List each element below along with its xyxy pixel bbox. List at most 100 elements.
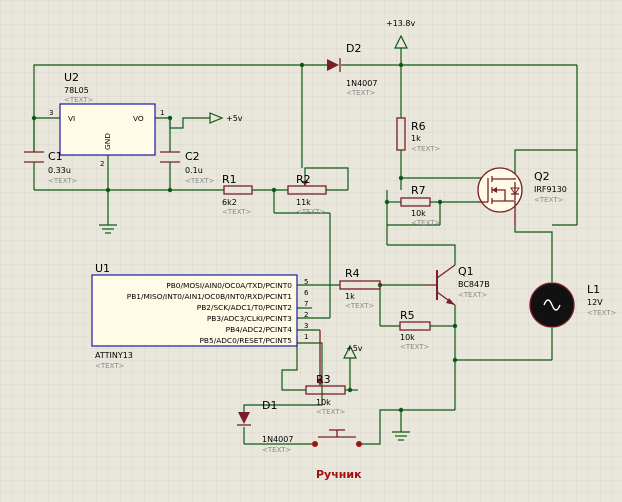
r1-value: 6k2 [222, 198, 237, 207]
switch-ruchnik[interactable]: Ручник [312, 429, 362, 481]
resistor-r5[interactable]: R5 10k <TEXT> [399, 309, 445, 351]
u1-pin-number: 5 [304, 278, 308, 286]
r7-value: 10k [411, 209, 426, 218]
potentiometer-r2[interactable]: R2 11k <TEXT> [287, 173, 327, 216]
capacitor-c2[interactable]: C2 0.1u <TEXT> [160, 150, 215, 185]
ground-symbol-right [392, 431, 410, 441]
q1-text: <TEXT> [458, 291, 488, 299]
u1-text: <TEXT> [95, 362, 125, 370]
u1-pin-number: 3 [304, 322, 308, 330]
c2-ref: C2 [185, 150, 200, 163]
u1-pin-number: 2 [304, 311, 308, 319]
u2-pin2-num: 2 [100, 160, 104, 168]
c1-text: <TEXT> [48, 177, 78, 185]
d2-ref: D2 [346, 42, 361, 55]
r6-text: <TEXT> [411, 145, 441, 153]
l1-value: 12V [587, 298, 603, 307]
regulator-u2[interactable]: U2 78L05 <TEXT> VI VO GND 3 1 2 [49, 71, 164, 168]
u1-value: ATTINY13 [95, 351, 133, 360]
u1-pin: PB4/ADC2/PCINT4 3 [226, 322, 309, 334]
u1-pin: PB3/ADC3/CLKI/PCINT3 2 [207, 311, 309, 323]
u2-pin3-num: 3 [49, 109, 53, 117]
resistor-r7[interactable]: R7 10k <TEXT> [400, 184, 441, 227]
r7-ref: R7 [411, 184, 426, 197]
r5-value: 10k [400, 333, 415, 342]
junctions [31, 62, 458, 413]
q2-ref: Q2 [534, 170, 550, 183]
u1-pin-number: 6 [304, 289, 309, 297]
mosfet-q2[interactable]: Q2 IRF9130 <TEXT> [477, 167, 567, 225]
u2-text: <TEXT> [64, 96, 94, 104]
r4-ref: R4 [345, 267, 360, 280]
r6-ref: R6 [411, 120, 426, 133]
u1-pin: PB0/MOSI/AIN0/OC0A/TXD/PCINT0 5 [166, 278, 308, 290]
r7-text: <TEXT> [411, 219, 441, 227]
switch-label: Ручник [316, 468, 362, 481]
l1-text: <TEXT> [587, 309, 617, 317]
u1-pin-name: PB5/ADC0/RESET/PCINT5 [199, 336, 292, 345]
ground-symbol-left [99, 224, 117, 234]
u2-pin-vo: VO [133, 114, 144, 123]
lamp-l1[interactable]: L1 12V <TEXT> [529, 282, 617, 328]
u1-pins: PB0/MOSI/AIN0/OC0A/TXD/PCINT0 5 PB1/MISO… [127, 278, 309, 345]
u2-ref: U2 [64, 71, 79, 84]
diode-d2[interactable]: D2 1N4007 <TEXT> [327, 42, 377, 97]
r4-value: 1k [345, 292, 355, 301]
power-5v-mid: +5v [343, 344, 363, 359]
r5-text: <TEXT> [400, 343, 430, 351]
q2-text: <TEXT> [534, 196, 564, 204]
resistor-r4[interactable]: R4 1k <TEXT> [339, 267, 381, 310]
resistor-r1[interactable]: R1 6k2 <TEXT> [222, 173, 253, 216]
r3-value: 10k [316, 398, 331, 407]
power-5v-top-label: +5v [226, 114, 243, 123]
r2-text: <TEXT> [296, 208, 326, 216]
diode-d1[interactable]: D1 1N4007 <TEXT> [237, 399, 293, 454]
d2-value: 1N4007 [346, 79, 377, 88]
power-5v-top: +5v [209, 112, 243, 124]
d2-text: <TEXT> [346, 89, 376, 97]
u1-pin-number: 7 [304, 300, 308, 308]
u2-value: 78L05 [64, 86, 89, 95]
power-13-8v-label: +13.8v [386, 19, 416, 28]
r3-ref: R3 [316, 373, 331, 386]
r2-ref: R2 [296, 173, 311, 186]
u2-pin-vi: VI [68, 114, 75, 123]
resistor-r6[interactable]: R6 1k <TEXT> [396, 117, 441, 153]
d1-value: 1N4007 [262, 435, 293, 444]
q1-ref: Q1 [458, 265, 474, 278]
u2-pin1-num: 1 [160, 109, 164, 117]
r5-ref: R5 [400, 309, 415, 322]
r6-value: 1k [411, 134, 421, 143]
c1-value: 0.33u [48, 166, 71, 175]
q2-value: IRF9130 [534, 185, 567, 194]
transistor-q1[interactable]: Q1 BC847B <TEXT> [425, 264, 490, 306]
power-13-8v: +13.8v [386, 19, 416, 49]
u1-pin-name: PB3/ADC3/CLKI/PCINT3 [207, 314, 292, 323]
u1-pin: PB5/ADC0/RESET/PCINT5 1 [199, 333, 308, 345]
u1-ref: U1 [95, 262, 110, 275]
r3-text: <TEXT> [316, 408, 346, 416]
d1-text: <TEXT> [262, 446, 292, 454]
c1-ref: C1 [48, 150, 63, 163]
u1-pin: PB1/MISO/INT0/AIN1/OC0B/INT0/RXD/PCINT1 … [127, 289, 309, 301]
l1-ref: L1 [587, 283, 600, 296]
u1-pin-name: PB0/MOSI/AIN0/OC0A/TXD/PCINT0 [166, 281, 292, 290]
u1-pin-number: 1 [304, 333, 308, 341]
u2-pin-gnd: GND [103, 133, 112, 150]
microcontroller-u1[interactable]: U1 ATTINY13 <TEXT> PB0/MOSI/AIN0/OC0A/TX… [91, 262, 309, 370]
d1-ref: D1 [262, 399, 277, 412]
u1-pin-name: PB2/SCK/ADC1/T0/PCINT2 [197, 303, 292, 312]
potentiometer-r3[interactable]: R3 10k <TEXT> [305, 330, 346, 416]
r2-value: 11k [296, 198, 311, 207]
c2-text: <TEXT> [185, 177, 215, 185]
r4-text: <TEXT> [345, 302, 375, 310]
r1-ref: R1 [222, 173, 237, 186]
q1-value: BC847B [458, 280, 490, 289]
c2-value: 0.1u [185, 166, 203, 175]
capacitor-c1[interactable]: C1 0.33u <TEXT> [24, 150, 78, 185]
u1-pin: PB2/SCK/ADC1/T0/PCINT2 7 [197, 300, 309, 312]
u1-pin-name: PB1/MISO/INT0/AIN1/OC0B/INT0/RXD/PCINT1 [127, 292, 293, 301]
